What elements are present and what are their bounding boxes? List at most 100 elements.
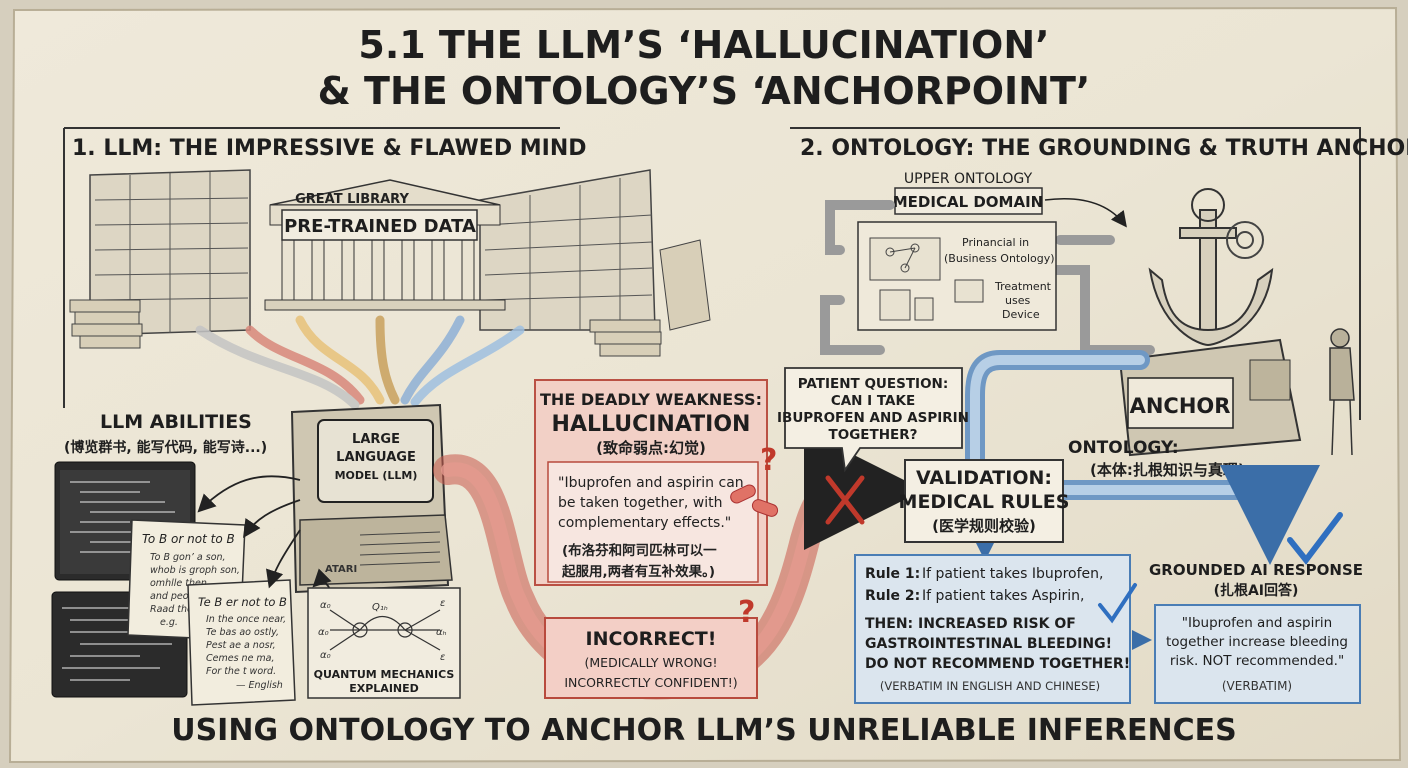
poem-1-line: whob is groph son, xyxy=(150,565,240,576)
treatment-line-1: Treatment xyxy=(994,280,1052,293)
hallucination-quote-line-3: complementary effects." xyxy=(558,515,731,531)
library-banner: PRE-TRAINED DATA xyxy=(284,216,476,237)
grounded-quote-line-3: risk. NOT recommended." xyxy=(1170,653,1344,669)
validation-line-1: VALIDATION: xyxy=(916,467,1052,489)
poem-1-line: Raad the pe xyxy=(150,604,208,615)
rules-then-line-1: THEN: INCREASED RISK OF xyxy=(865,616,1076,632)
hallucination-quote-line-2: be taken together, with xyxy=(558,495,722,511)
computer-label-line-3: MODEL (LLM) xyxy=(335,469,418,482)
validation-zh: (医学规则校验) xyxy=(932,517,1036,535)
poem-1-title: To B or not to B xyxy=(142,532,235,546)
incorrect-box xyxy=(544,617,758,699)
library-banner-box xyxy=(281,209,478,241)
quantum-label: αₕ xyxy=(436,627,447,638)
patient-question-line-3: IBUPROFEN AND ASPIRIN xyxy=(777,410,969,426)
medical-domain-label: MEDICAL DOMAIN xyxy=(893,193,1043,211)
rules-then-line-3: DO NOT RECOMMEND TOGETHER! xyxy=(865,656,1130,672)
poem-2-title: Te B er not to B xyxy=(198,595,287,609)
worker-figure xyxy=(1329,328,1355,456)
poem-2-line: In the once near, xyxy=(206,614,286,625)
great-library-illustration xyxy=(69,169,711,357)
patient-question-line-4: TOGETHER? xyxy=(829,427,918,443)
weakness-title-zh: (致命弱点:幻觉) xyxy=(596,439,706,457)
quantum-label: ε xyxy=(440,652,446,663)
quantum-card: α₀ Q₁ₕ ε α₀ αₕ α₀ ε QUANTUM MECHANICS EX… xyxy=(307,587,461,699)
domain-arrow xyxy=(1044,197,1127,228)
abilities-title: LLM ABILITIES xyxy=(100,411,252,433)
ontology-graph xyxy=(869,237,984,321)
check-icon xyxy=(1098,583,1137,624)
rule-1-label: Rule 1: xyxy=(865,566,920,582)
business-ontology-line-2: (Business Ontology) xyxy=(944,252,1055,265)
footer-caption: USING ONTOLOGY TO ANCHOR LLM’S UNRELIABL… xyxy=(171,713,1237,748)
red-x-icon xyxy=(825,475,865,525)
grounded-quote-line-2: together increase bleeding xyxy=(1166,634,1348,650)
computer-label-line-1: LARGE xyxy=(352,432,400,447)
poem-2-line: For the t word. xyxy=(206,666,276,677)
data-cables xyxy=(195,315,525,410)
check-icon xyxy=(1287,512,1343,565)
upper-ontology-label: UPPER ONTOLOGY xyxy=(904,171,1033,187)
validation-line-2: MEDICAL RULES xyxy=(899,491,1070,513)
library-sign: GREAT LIBRARY xyxy=(295,192,409,207)
incorrect-line-2: INCORRECTLY CONFIDENT!) xyxy=(564,675,737,690)
computer-label-line-2: LANGUAGE xyxy=(336,450,416,465)
quantum-label: α₀ xyxy=(320,650,331,661)
quantum-label: α₀ xyxy=(318,627,329,638)
quantum-caption-line-1: QUANTUM MECHANICS xyxy=(314,668,455,681)
poem-2-line: Te bas ao ostly, xyxy=(206,627,279,638)
right-panel-frame xyxy=(790,127,1361,420)
computer-brand: ATARI xyxy=(325,564,357,575)
rule-2-label: Rule 2: xyxy=(865,588,920,604)
quantum-label: ε xyxy=(440,598,446,609)
quantum-label: Q₁ₕ xyxy=(372,602,388,613)
left-panel-frame xyxy=(63,127,560,408)
rule-2-text: If patient takes Aspirin, xyxy=(922,588,1084,604)
ontology-label: ONTOLOGY: xyxy=(1068,438,1179,458)
grounded-title-zh: (扎根AI回答) xyxy=(1214,582,1299,599)
blue-pipes xyxy=(965,350,1320,565)
poem-1-line: omhlle then xyxy=(150,578,207,589)
anchor-machine xyxy=(1118,188,1355,457)
ability-arrows xyxy=(197,475,332,591)
incorrect-line-1: (MEDICALLY WRONG! xyxy=(585,655,718,670)
question-mark-icon: ? xyxy=(760,443,777,478)
poem-scroll-2: Te B er not to B In the once near, Te ba… xyxy=(187,579,296,706)
poem-2-line: Pest ae a nosr, xyxy=(206,640,276,651)
question-mark-icon: ? xyxy=(738,595,755,630)
right-panel-heading: 2. ONTOLOGY: THE GROUNDING & TRUTH ANCHO… xyxy=(800,136,1408,161)
title-line-2: & THE ONTOLOGY’S ‘ANCHORPOINT’ xyxy=(318,69,1091,113)
business-ontology-line-1: Prinancial in xyxy=(962,236,1029,249)
left-panel-heading: 1. LLM: THE IMPRESSIVE & FLAWED MIND xyxy=(72,136,587,161)
grounded-quote-line-1: "Ibuprofen and aspirin xyxy=(1182,615,1332,631)
abilities-subtitle: (博览群书, 能写代码, 能写诗...) xyxy=(64,439,267,456)
weakness-box xyxy=(534,379,768,586)
patient-question-line-2: CAN I TAKE xyxy=(831,393,915,409)
hallucination-quote-line-1: "Ibuprofen and aspirin can xyxy=(558,475,744,491)
pill-icon xyxy=(730,484,779,517)
grounded-title: GROUNDED AI RESPONSE xyxy=(1149,561,1363,579)
poem-2-line: — English xyxy=(236,680,283,691)
grounded-verbatim: (VERBATIM) xyxy=(1222,679,1292,693)
hallucination-quote-zh-1: (布洛芬和阿司匹林可以一 xyxy=(562,542,717,559)
poem-1-line: To B gon’ a son, xyxy=(150,552,226,563)
rules-verbatim: (VERBATIM IN ENGLISH AND CHINESE) xyxy=(880,679,1100,693)
poem-1-line: e.g. xyxy=(160,617,178,628)
ontology-zh-label: (本体:扎根知识与真理) xyxy=(1090,461,1245,479)
poem-1-line: and peoted xyxy=(150,591,205,602)
rules-then-line-2: GASTROINTESTINAL BLEEDING! xyxy=(865,636,1112,652)
medical-domain-box xyxy=(894,187,1043,215)
grounded-response-box xyxy=(1154,604,1361,704)
treatment-line-3: Device xyxy=(1002,308,1040,321)
patient-question-line-1: PATIENT QUESTION: xyxy=(798,376,949,392)
hallucination-quote-zh-2: 起服用,两者有互补效果。) xyxy=(561,563,715,580)
rule-1-text: If patient takes Ibuprofen, xyxy=(922,566,1103,582)
quantum-label: α₀ xyxy=(320,600,331,611)
weakness-title-1: THE DEADLY WEAKNESS: xyxy=(540,390,762,409)
poem-2-line: Cemes ne ma, xyxy=(206,653,275,664)
incorrect-title: INCORRECT! xyxy=(586,628,717,650)
quantum-caption-line-2: EXPLAINED xyxy=(349,682,419,695)
llm-computer: ATARI xyxy=(290,403,453,594)
validation-box xyxy=(904,459,1064,543)
